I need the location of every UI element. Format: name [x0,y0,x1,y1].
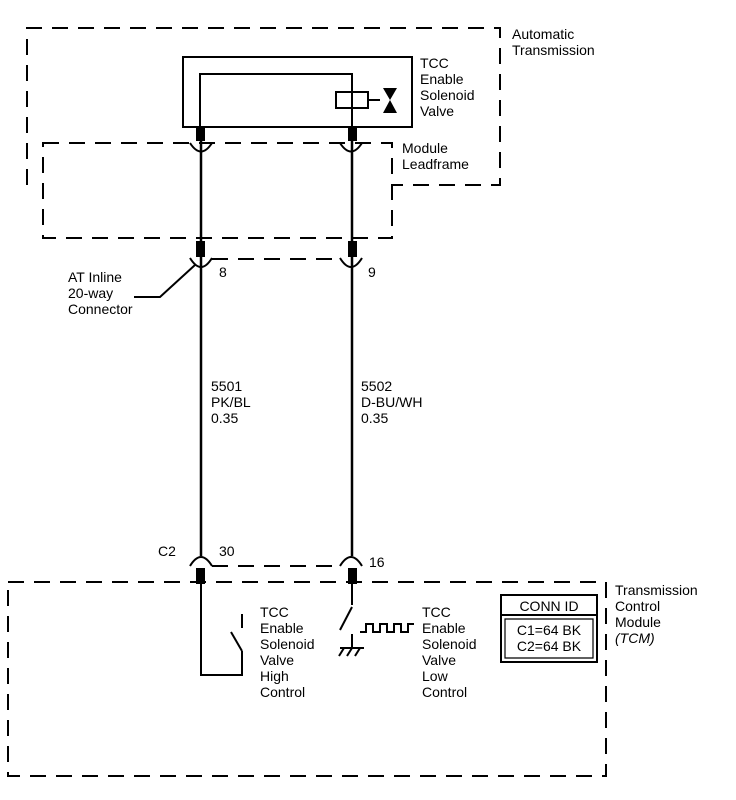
low-control-label: TCC Enable Solenoid Valve Low Control [422,604,477,700]
ground-icon [338,647,364,657]
module-leadframe-boundary [42,142,393,239]
tcc-solenoid-label: TCC Enable Solenoid Valve [420,55,475,119]
c2-label: C2 [158,543,176,559]
pin-9-label: 9 [368,264,376,280]
conn-id-table: CONN ID C1=64 BK C2=64 BK [500,594,598,663]
valve-icon [383,88,397,113]
svg-text:20-way: 20-way [68,285,113,301]
high-control-circuit [200,584,243,676]
high-control-label: TCC Enable Solenoid Valve High Control [260,604,315,700]
svg-text:0.35: 0.35 [361,410,388,426]
svg-text:Control: Control [260,684,305,700]
conn-id-title: CONN ID [519,598,578,614]
leadframe-terminal-left [196,127,205,141]
inline-connector-label: AT Inline 20-way Connector [68,269,133,317]
low-side-switch-icon [339,606,353,631]
tcm-socket-right [339,556,363,567]
module-leadframe-label: Module Leadframe [402,140,469,172]
svg-text:Connector: Connector [68,301,133,317]
svg-text:Transmission: Transmission [512,42,595,58]
svg-text:AT Inline: AT Inline [68,269,122,285]
svg-text:TCC: TCC [260,604,289,620]
tcm-terminal-right [348,568,357,584]
tcm-terminal-left [196,568,205,584]
svg-text:Enable: Enable [260,620,304,636]
svg-text:0.35: 0.35 [211,410,238,426]
svg-text:Solenoid: Solenoid [422,636,477,652]
svg-text:Enable: Enable [420,71,464,87]
svg-text:Low: Low [422,668,449,684]
svg-text:TCC: TCC [422,604,451,620]
tcm-socket-left [189,556,213,567]
svg-text:Control: Control [422,684,467,700]
tcm-boundary [7,581,607,777]
solenoid-internal-loop [199,73,353,127]
svg-text:Enable: Enable [422,620,466,636]
inline-connector-leader [134,264,196,298]
automatic-transmission-label: Automatic Transmission [512,26,595,58]
svg-text:Valve: Valve [260,652,294,668]
svg-text:Leadframe: Leadframe [402,156,469,172]
svg-text:Solenoid: Solenoid [420,87,475,103]
svg-text:TCC: TCC [420,55,449,71]
pin-8-label: 8 [219,264,227,280]
automatic-transmission-boundary [26,27,501,186]
conn-id-row: C1=64 BK [517,622,582,638]
svg-text:Module: Module [615,614,661,630]
svg-text:5501: 5501 [211,378,242,394]
svg-text:Transmission: Transmission [615,582,698,598]
wire-5502-label: 5502 D-BU/WH 0.35 [361,378,422,426]
svg-text:Solenoid: Solenoid [260,636,315,652]
tcm-label: Transmission Control Module (TCM) [615,582,698,646]
leadframe-terminal-right [348,127,357,141]
svg-text:Automatic: Automatic [512,26,574,42]
tcc-solenoid-box [182,56,413,128]
svg-text:Valve: Valve [422,652,456,668]
svg-text:Valve: Valve [420,103,454,119]
svg-text:Module: Module [402,140,448,156]
conn-id-row: C2=64 BK [517,638,582,654]
pin-30-label: 30 [219,543,235,559]
wire-5501-label: 5501 PK/BL 0.35 [211,378,251,426]
svg-text:PK/BL: PK/BL [211,394,251,410]
svg-text:High: High [260,668,289,684]
pwm-waveform-icon [360,623,414,633]
svg-text:D-BU/WH: D-BU/WH [361,394,422,410]
high-side-switch-icon [230,631,243,652]
svg-text:Control: Control [615,598,660,614]
pin-16-label: 16 [369,554,385,570]
svg-text:5502: 5502 [361,378,392,394]
svg-text:(TCM): (TCM) [615,630,655,646]
